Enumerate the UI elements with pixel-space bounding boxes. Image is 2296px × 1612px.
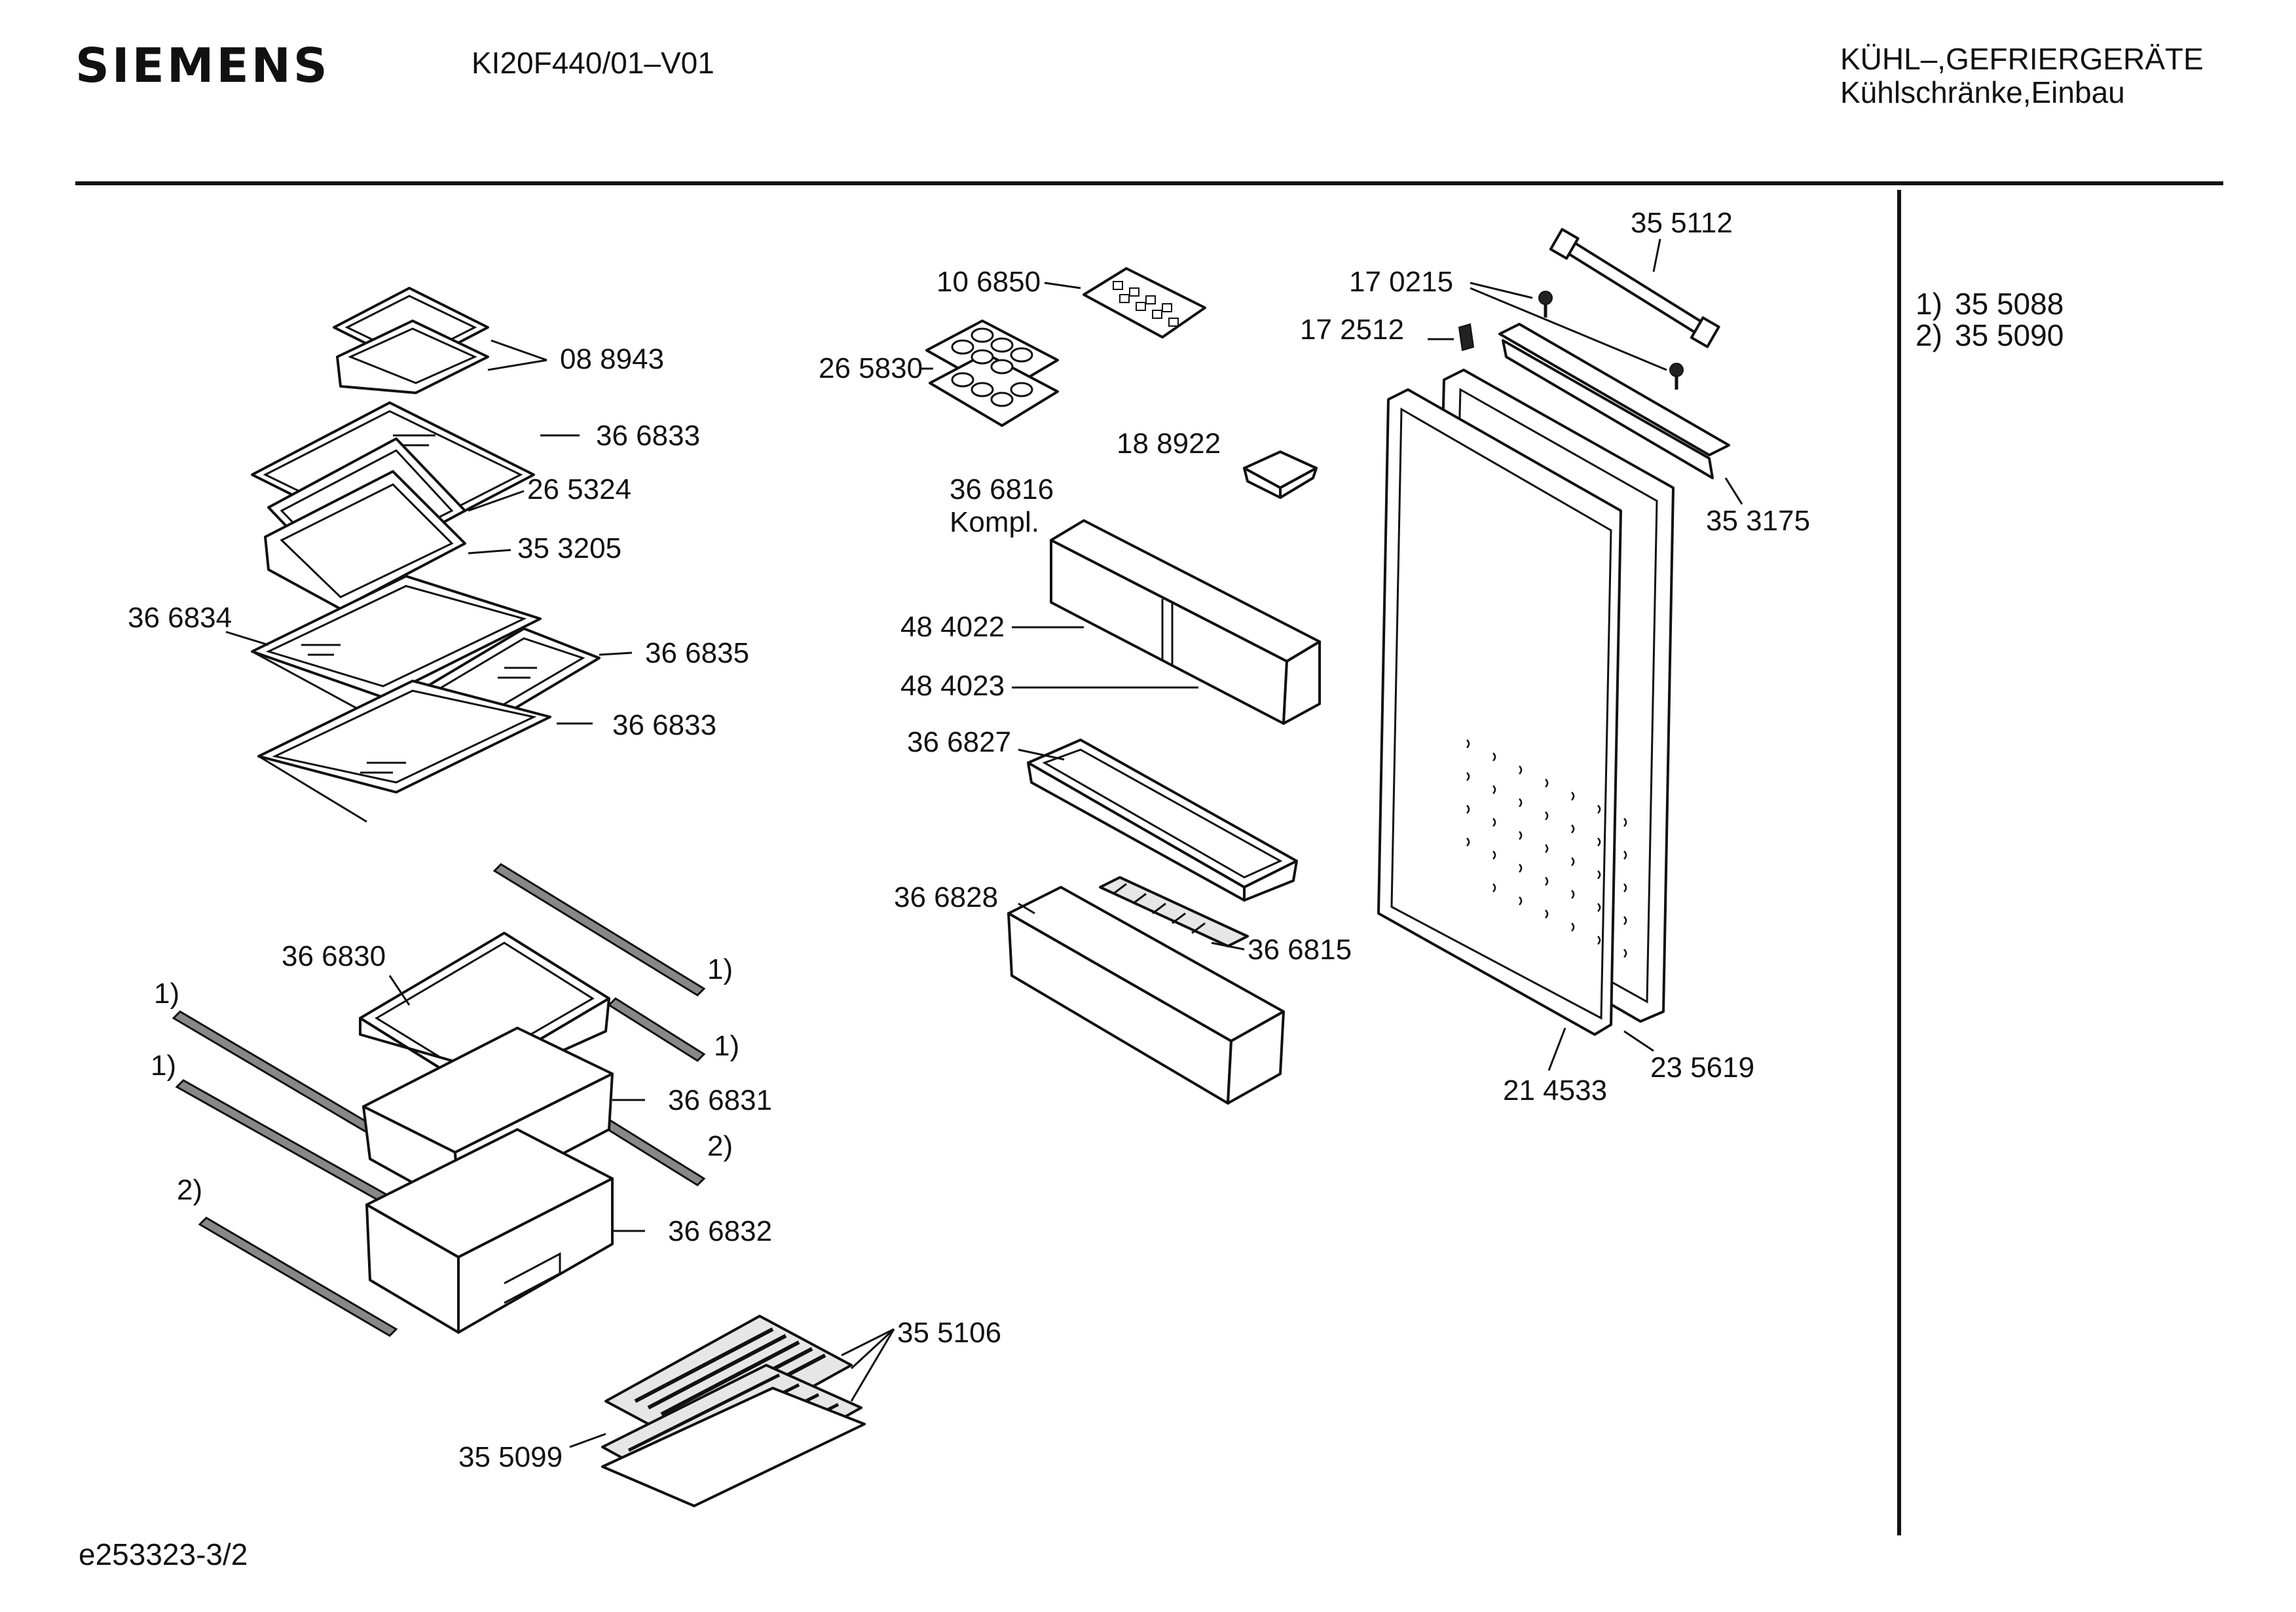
part-label: 10 6850 <box>936 266 1041 298</box>
part-label: 36 6828 <box>894 881 998 913</box>
top-shelf-stack <box>251 287 601 823</box>
hinge-rail <box>1554 238 1717 339</box>
part-label: 36 6835 <box>645 637 749 669</box>
part-label: 48 4022 <box>900 611 1005 643</box>
part-label: 48 4023 <box>900 670 1005 702</box>
split-shelf-rear <box>251 575 542 699</box>
part-label: 36 6827 <box>907 726 1011 758</box>
part-label: 35 3205 <box>517 532 621 564</box>
legend: 1) 35 5088 2) 35 5090 <box>1916 287 2064 352</box>
part-label: 35 5099 <box>458 1441 563 1473</box>
drawer-rail <box>601 1118 706 1186</box>
legend-value: 35 5088 <box>1955 287 2064 321</box>
part-label: 35 5112 <box>1631 207 1733 239</box>
brand-logo: SIEMENS <box>75 38 330 93</box>
door-gasket <box>1377 388 1622 1036</box>
footnote-marker: 1) <box>151 1050 176 1082</box>
door-shelf-small <box>1027 739 1298 888</box>
small-tray <box>336 320 489 394</box>
door-dimple-pattern <box>1466 739 1627 958</box>
part-label: 21 4533 <box>1503 1074 1607 1107</box>
part-label: 17 2512 <box>1300 314 1404 346</box>
drawer-rail <box>607 997 706 1062</box>
grille-base <box>601 1387 866 1507</box>
part-label: 26 5830 <box>819 352 923 384</box>
part-label: 26 5324 <box>527 473 631 505</box>
part-label: 36 6815 <box>1248 934 1352 966</box>
subcategory-title: Kühlschränke,Einbau <box>1840 75 2125 109</box>
part-label: 36 6832 <box>668 1215 772 1247</box>
door-assembly <box>1377 228 1743 1071</box>
leaders-left-top <box>225 339 633 725</box>
part-label: 18 8922 <box>1117 428 1221 460</box>
leaders-drawers <box>388 975 645 1232</box>
part-label: 17 0215 <box>1349 266 1453 298</box>
part-label: 36 6833 <box>612 709 716 741</box>
part-label: Kompl. <box>950 506 1039 538</box>
footnote-marker: 2) <box>707 1130 733 1162</box>
part-label: 35 3175 <box>1706 505 1810 537</box>
drawer-assembly <box>172 863 706 1337</box>
footnote-marker: 1) <box>714 1030 739 1062</box>
screw <box>1669 363 1684 377</box>
category-title: KÜHL–,GEFRIERGERÄTE <box>1840 42 2204 76</box>
footnote-marker: 1) <box>707 953 733 985</box>
drawer-rail <box>175 1079 395 1206</box>
footnote-marker: 2) <box>177 1174 202 1206</box>
door-accessories <box>920 267 1321 1105</box>
drawer-rail <box>198 1217 398 1337</box>
legend-key: 2) <box>1916 318 1942 352</box>
hinge-bracket <box>1498 323 1730 456</box>
footnote-marker: 1) <box>154 978 179 1010</box>
legend-key: 1) <box>1916 287 1942 321</box>
drawing-id: e253323-3/2 <box>79 1537 248 1571</box>
model-number: KI20F440/01–V01 <box>472 46 714 80</box>
door-clip <box>1458 323 1475 352</box>
drawer-grilles <box>569 1315 895 1507</box>
part-label: 08 8943 <box>560 343 664 375</box>
bottle-retainer <box>1099 876 1249 947</box>
part-label: 36 6834 <box>128 602 232 634</box>
legend-value: 35 5090 <box>1955 318 2064 352</box>
part-label: 36 6830 <box>282 940 386 972</box>
part-label: 23 5619 <box>1650 1052 1754 1084</box>
part-label: 36 6833 <box>596 420 700 452</box>
part-label: 35 5106 <box>897 1317 1001 1349</box>
glass-shelf-bottom <box>257 680 551 794</box>
part-label: 36 6816 <box>950 473 1054 505</box>
part-label: 36 6831 <box>668 1084 772 1116</box>
drawer-rail <box>492 863 706 997</box>
screw <box>1538 291 1553 305</box>
part-labels: 08 8943 36 6833 26 5324 35 3205 36 6834 … <box>128 207 1810 1473</box>
